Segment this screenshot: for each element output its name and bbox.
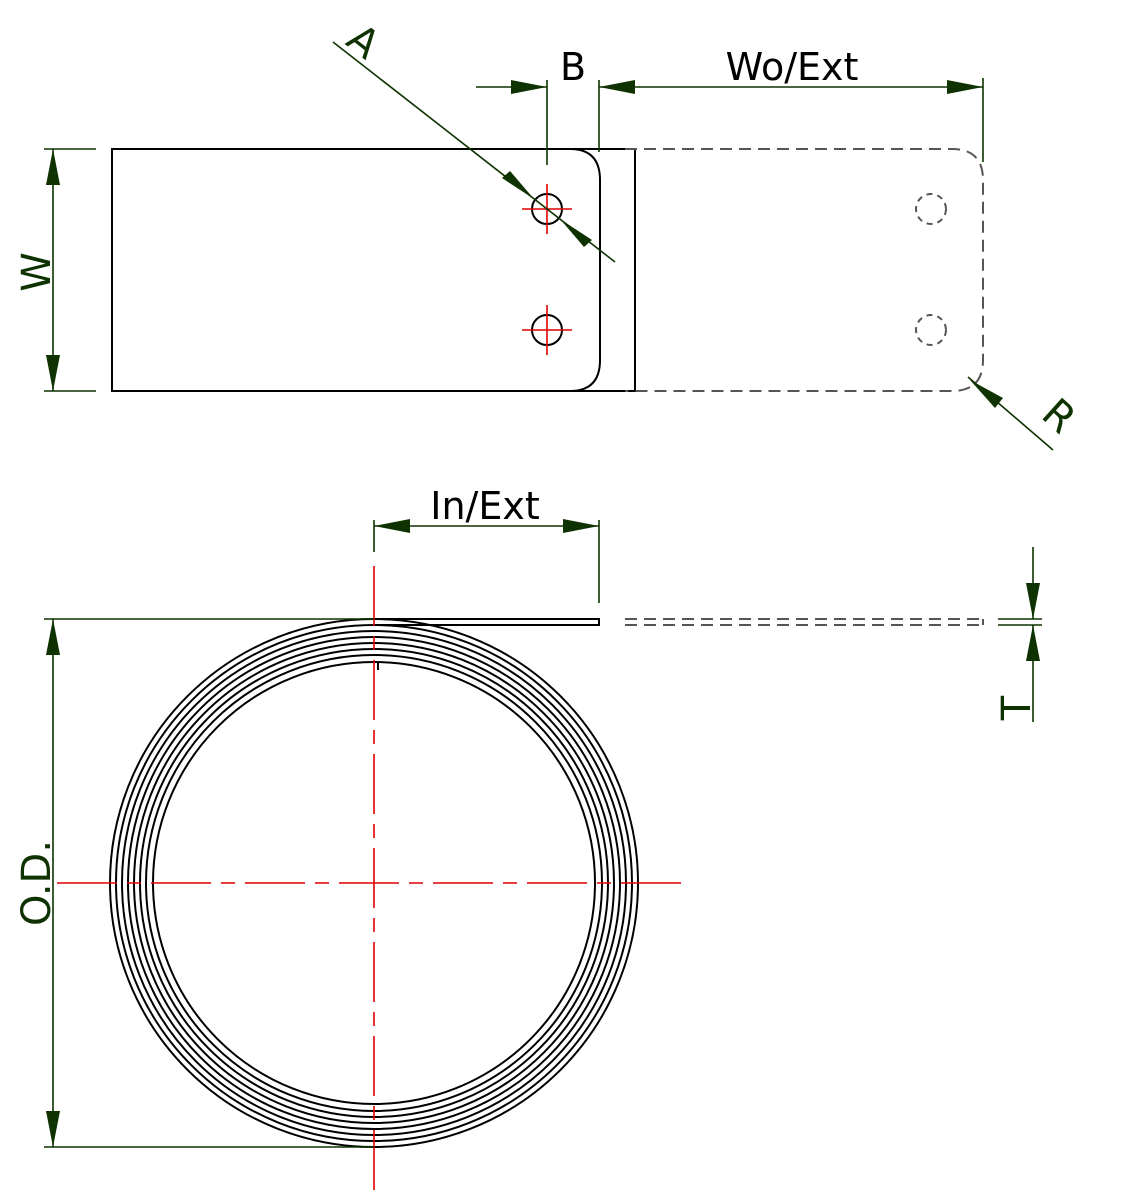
strip-body: [111, 148, 636, 392]
label-a: A: [338, 15, 388, 68]
dimension-od: [44, 618, 374, 1148]
strip-rounded-end: [548, 148, 601, 392]
leader-a: [332, 41, 616, 263]
hole-bottom: [522, 305, 572, 355]
label-in-ext: In/Ext: [430, 484, 540, 528]
dimension-wo-ext: [947, 78, 984, 162]
extension-phantom: [625, 148, 984, 392]
label-r: R: [1033, 390, 1084, 443]
label-w: W: [14, 252, 60, 292]
dimension-in-ext: [373, 519, 600, 603]
leader-r: [967, 376, 1054, 451]
phantom-hole-bottom: [915, 314, 947, 346]
label-wo-ext: Wo/Ext: [726, 45, 859, 89]
outer-tail: [374, 618, 600, 626]
tail-phantom: [625, 618, 984, 626]
label-t: T: [994, 695, 1040, 721]
dimension-w: [44, 148, 96, 392]
label-b: B: [560, 45, 586, 89]
side-view: In/Ext O.D. T: [14, 484, 1042, 1200]
dimension-b: [476, 80, 983, 165]
top-view: W B Wo/Ext A R: [14, 15, 1084, 451]
phantom-hole-top: [915, 193, 947, 225]
dimension-t: [998, 547, 1042, 722]
label-od: O.D.: [14, 840, 60, 926]
